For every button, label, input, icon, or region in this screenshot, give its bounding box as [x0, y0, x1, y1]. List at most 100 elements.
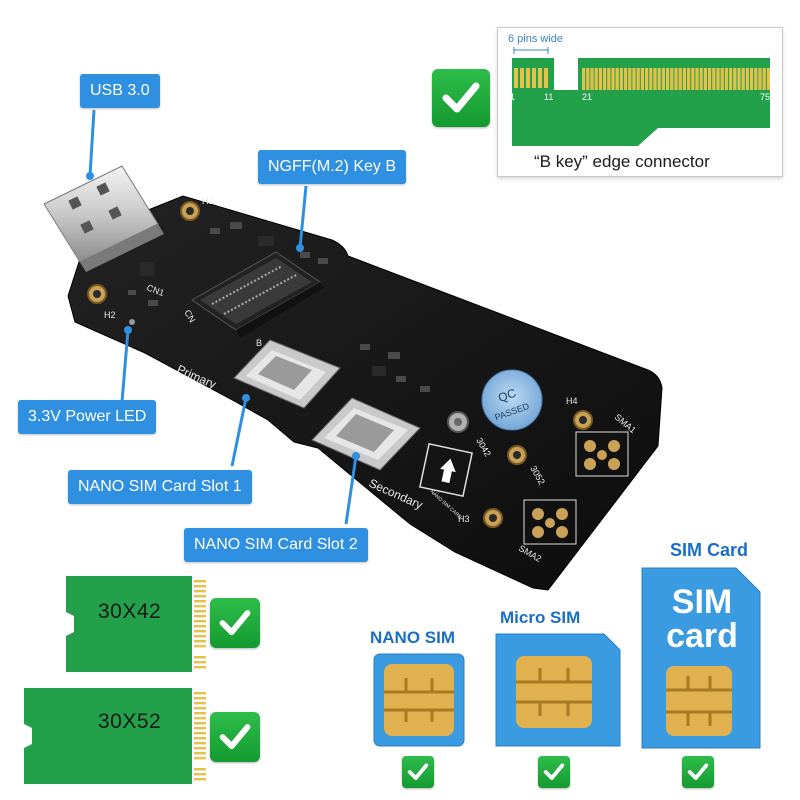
gold-finger: [766, 68, 770, 90]
callout-leader-dots: [86, 172, 360, 460]
callout-ngff-key-b: NGFF(M.2) Key B: [258, 150, 407, 184]
standard-sim-check: [682, 756, 714, 788]
gold-finger: [716, 68, 720, 90]
m2-connector: [191, 251, 324, 338]
gold-finger: [590, 68, 594, 90]
sim-card-line-2: card: [666, 617, 738, 655]
gold-finger: [636, 68, 640, 90]
gold-finger: [729, 68, 733, 90]
edge-connector-caption: “B key” edge connector: [534, 152, 710, 171]
gold-finger: [720, 68, 724, 90]
gold-finger: [666, 68, 670, 90]
gold-finger: [695, 68, 699, 90]
gold-finger: [603, 68, 607, 90]
module-30x52-check: [210, 712, 260, 762]
module-label-30x42: 30X42: [98, 600, 162, 623]
gold-finger: [691, 68, 695, 90]
micro-sim-check: [538, 756, 570, 788]
gold-finger: [733, 68, 737, 90]
gold-finger: [670, 68, 674, 90]
gold-finger: [708, 68, 712, 90]
gold-finger: [724, 68, 728, 90]
gold-finger: [661, 68, 665, 90]
gold-finger: [624, 68, 628, 90]
gold-finger: [754, 68, 758, 90]
qc-sticker: [481, 369, 543, 431]
nano-sim-check: [402, 756, 434, 788]
edge-connector-diagram: [512, 47, 770, 146]
check-icon: [219, 724, 251, 750]
silk-b: B: [256, 338, 262, 348]
sim-slot-2: [311, 397, 421, 471]
module-30x52: [24, 688, 206, 784]
edge-connector-check: [432, 69, 490, 127]
check-icon: [687, 763, 709, 780]
callout-leaders: [88, 109, 358, 525]
module-label-30x52: 30X52: [98, 710, 162, 733]
module-30x42: [66, 576, 206, 672]
gold-finger: [628, 68, 632, 90]
gold-finger: [682, 68, 686, 90]
sma2-pads: [523, 499, 577, 545]
gold-fingers: [582, 68, 770, 90]
nano-sim-marker: [419, 443, 473, 497]
sim-chip-icon: [384, 664, 454, 736]
gold-finger: [699, 68, 703, 90]
standard-sim-card: [641, 567, 761, 749]
sma1-pads: [575, 431, 629, 477]
gold-finger: [678, 68, 682, 90]
gold-finger: [657, 68, 661, 90]
silk-h1: H1: [202, 196, 214, 206]
gold-finger: [640, 68, 644, 90]
module-30x42-check: [210, 598, 260, 648]
gold-finger: [758, 68, 762, 90]
gold-finger: [741, 68, 745, 90]
sim-title-nano: NANO SIM: [370, 628, 455, 647]
power-led: [129, 319, 135, 325]
edge-connector-panel: 6 pins wide 1 11 21 75 “B key” edge conn…: [497, 27, 783, 177]
gold-finger: [645, 68, 649, 90]
sim-slot-1: [233, 339, 341, 409]
sim-title-standard: SIM Card: [670, 540, 749, 560]
gold-finger: [762, 68, 766, 90]
edge-pin-21: 21: [582, 92, 593, 102]
check-icon: [442, 82, 480, 113]
adapter-board-illustration: H1 H2 H3 H4 CN1 CN B 3042 3052 SMA1 SMA2…: [43, 109, 663, 591]
callout-sim-slot-2: NANO SIM Card Slot 2: [184, 528, 368, 562]
gold-finger: [737, 68, 741, 90]
gold-finger: [586, 68, 590, 90]
edge-pin-75: 75: [760, 92, 771, 102]
usb-connector-icon: [43, 165, 164, 272]
gold-finger: [712, 68, 716, 90]
module-30x52-fingers: [194, 692, 206, 781]
qc-text-top: QC: [496, 386, 518, 405]
gold-finger: [619, 68, 623, 90]
micro-sim-card: [495, 633, 621, 747]
gold-finger: [703, 68, 707, 90]
edge-pin-1: 1: [510, 92, 516, 102]
callout-sim-slot-1: NANO SIM Card Slot 1: [68, 470, 252, 504]
silk-h2: H2: [104, 310, 116, 320]
gold-finger: [611, 68, 615, 90]
module-30x42-fingers: [194, 580, 206, 669]
gold-finger: [674, 68, 678, 90]
nano-sim-card: [373, 653, 465, 747]
gold-finger: [632, 68, 636, 90]
callout-power-led: 3.3V Power LED: [18, 400, 157, 434]
gold-finger: [750, 68, 754, 90]
gold-finger: [745, 68, 749, 90]
gold-finger: [653, 68, 657, 90]
gold-finger: [687, 68, 691, 90]
sim-card-line-1: SIM: [671, 583, 733, 621]
sim-chip-icon: [516, 656, 592, 728]
sim-title-micro: Micro SIM: [500, 608, 581, 627]
smd-components: [128, 222, 430, 392]
edge-width-label: 6 pins wide: [508, 33, 564, 45]
callout-usb-3: USB 3.0: [80, 74, 160, 108]
gold-finger: [615, 68, 619, 90]
silk-h4: H4: [566, 396, 578, 406]
silk-h3: H3: [458, 514, 470, 524]
check-icon: [407, 763, 429, 780]
gold-finger: [649, 68, 653, 90]
gold-finger: [594, 68, 598, 90]
